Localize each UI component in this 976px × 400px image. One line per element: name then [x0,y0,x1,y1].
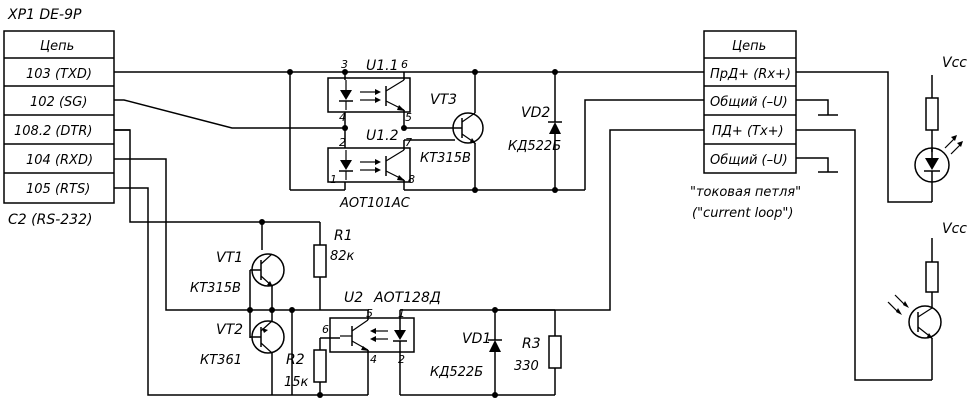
connector-right-pin-rx: ПрД+ (Rx+) [710,67,791,82]
u2-optocoupler [329,309,555,396]
connector-left-table [3,30,115,204]
vd2-part: КД522Б [508,139,561,154]
u2-pin-2: 2 [398,353,405,366]
u2-part: АОТ128Д [373,290,441,306]
connector-left-label: C2 (RS-232) [8,212,92,228]
connector-left-pin-rts: 105 (RTS) [26,182,90,197]
connector-right-caption-2: ("current loop") [692,206,793,221]
u1-pin-4: 4 [339,111,346,124]
wire-dtr [114,129,262,223]
r1-value: 82к [330,249,355,264]
u1-pin-1: 1 [330,173,337,186]
r3-name: R3 [522,336,541,352]
connector-right-table [703,30,797,174]
vt2-name: VT2 [216,322,243,338]
u1-pin-3: 3 [341,58,348,71]
connector-left-pin-sg: 102 (SG) [30,95,87,110]
vd2-name: VD2 [521,105,550,121]
vd2-diode [475,69,704,193]
connector-right-pin-tx: ПД+ (Tx+) [712,124,784,139]
ground-symbols [796,99,838,173]
wire-rx-plus [796,71,932,203]
connector-right-pin-common1: Общий (–U) [710,95,788,110]
vd1-diode [488,307,502,398]
r3-value: 330 [514,359,539,374]
vt2-transistor [250,320,285,354]
vcc-top: Vcc [942,55,967,71]
wire-tx-return [796,129,932,381]
vcc-bottom: Vcc [942,221,967,237]
wire-sg [114,99,345,129]
connector-left-pin-txd: 103 (TXD) [26,67,92,82]
u2-pin-4: 4 [370,353,377,366]
r2-value: 15к [284,375,309,390]
connector-right-caption-1: "токовая петля" [690,185,801,200]
connector-left-header: Цепь [40,39,74,54]
vt2-part: КТ361 [200,353,242,368]
connector-left-pin-dtr: 108.2 (DTR) [14,124,92,139]
r1-name: R1 [334,228,353,244]
u2-name: U2 [344,290,363,306]
connector-right-header: Цепь [732,39,766,54]
u1-pin-7: 7 [405,136,412,149]
u2-pin-5: 5 [366,307,373,320]
vt3-transistor [452,69,484,193]
u1-pin-2: 2 [339,136,346,149]
u1-1-label: U1.1 [366,58,399,74]
vd1-name: VD1 [462,331,491,347]
vt1-name: VT1 [216,250,243,266]
u1-pin-5: 5 [405,111,412,124]
u1-pin-8: 8 [408,173,415,186]
connector-left-designator: XP1 DE-9P [7,7,82,23]
u1-pin-6: 6 [401,58,408,71]
r3-resistor [495,309,562,395]
u1-part-label: АОТ101АС [339,196,411,211]
vt1-transistor [250,253,285,287]
wire-tx-plus [495,129,704,311]
u1-2-label: U1.2 [366,128,399,144]
vt3-part: КТ315В [420,151,471,166]
u2-pin-1: 1 [398,307,405,320]
u1-optocoupler [287,69,475,191]
tx-phototransistor-circuit [887,238,942,380]
connector-left-pin-rxd: 104 (RXD) [26,153,93,168]
rx-led-circuit [914,75,963,202]
connector-right-pin-common2: Общий (–U) [710,153,788,168]
vd1-part: КД522Б [430,365,483,380]
vt3-name: VT3 [430,92,457,108]
vt1-part: КТ315В [190,281,241,296]
r2-name: R2 [286,352,305,368]
u2-pin-6: 6 [322,323,329,336]
